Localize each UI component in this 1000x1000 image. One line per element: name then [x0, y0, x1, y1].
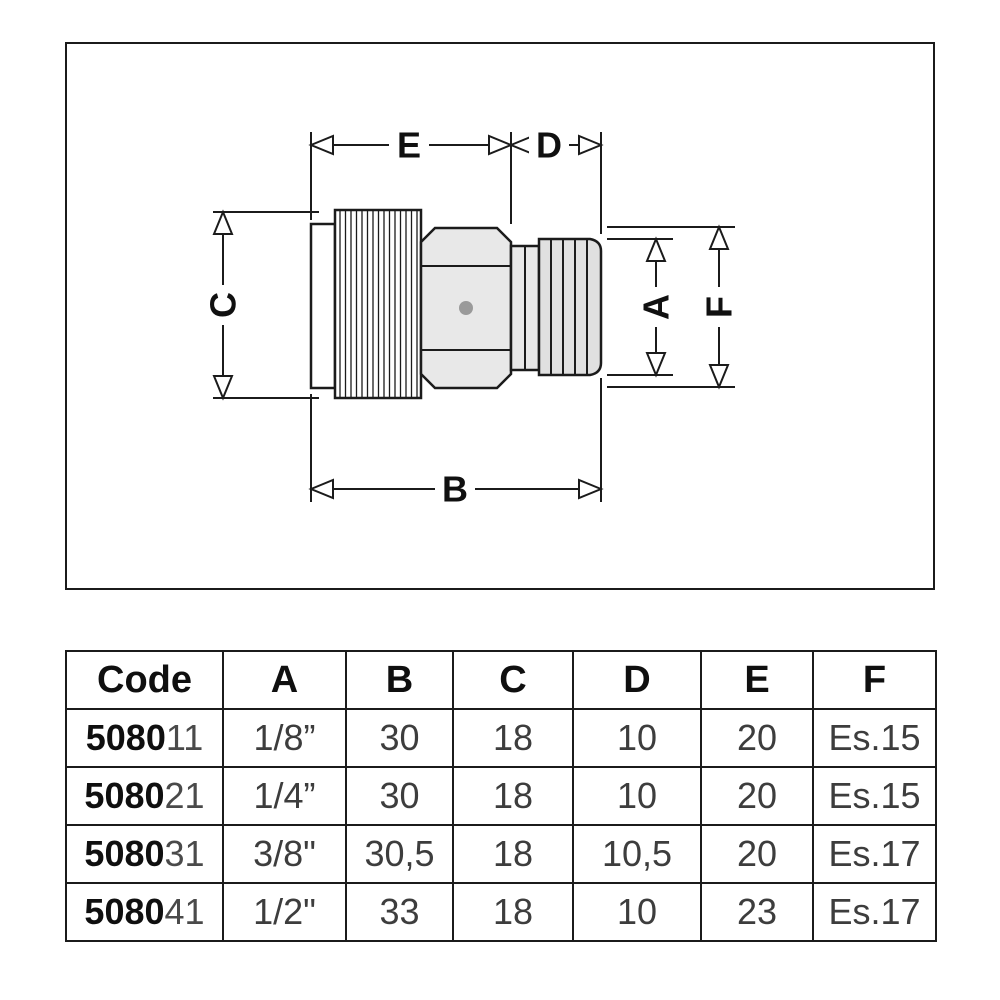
dimension-b: B: [308, 469, 604, 510]
dim-label-d: D: [536, 125, 562, 166]
cell-d: 10: [572, 882, 702, 942]
cell-code: 508021: [65, 766, 224, 826]
cell-a: 3/8": [222, 824, 347, 884]
cell-f: Es.17: [812, 824, 937, 884]
code-suffix: 41: [164, 891, 205, 932]
code-prefix: 5080: [84, 775, 165, 816]
cell-code: 508041: [65, 882, 224, 942]
arrow-up-icon: [708, 224, 730, 250]
header-code: Code: [65, 650, 224, 710]
dimension-d: D: [508, 125, 604, 166]
vent-hole: [459, 301, 473, 315]
arrow-right-icon: [578, 478, 604, 500]
arrow-down-icon: [645, 352, 667, 378]
hex-nut: [419, 226, 513, 390]
cell-e: 23: [700, 882, 814, 942]
cell-e: 20: [700, 708, 814, 768]
code-prefix: 5080: [84, 833, 165, 874]
cell-f: Es.17: [812, 882, 937, 942]
cell-e: 20: [700, 824, 814, 884]
cell-b: 33: [345, 882, 454, 942]
cell-a: 1/2": [222, 882, 347, 942]
dimension-a: A: [636, 236, 677, 378]
knurled-cap: [333, 208, 423, 400]
header-f: F: [812, 650, 937, 710]
cell-f: Es.15: [812, 766, 937, 826]
code-suffix: 11: [165, 717, 204, 758]
cell-b: 30: [345, 708, 454, 768]
cell-c: 18: [452, 766, 574, 826]
fitting-drawing: [309, 208, 603, 400]
arrow-down-icon: [708, 364, 730, 390]
dimension-table: Code A B C D E F 508011 1/8” 30 18 10 20…: [65, 650, 937, 942]
cell-e: 20: [700, 766, 814, 826]
cell-f: Es.15: [812, 708, 937, 768]
header-b: B: [345, 650, 454, 710]
cap-collar: [309, 222, 337, 390]
cell-c: 18: [452, 882, 574, 942]
arrow-right-icon: [578, 134, 604, 156]
technical-drawing-panel: E D C A: [65, 42, 935, 590]
dimension-c: C: [203, 209, 244, 401]
cell-b: 30,5: [345, 824, 454, 884]
cell-c: 18: [452, 708, 574, 768]
cell-d: 10,5: [572, 824, 702, 884]
cell-c: 18: [452, 824, 574, 884]
fitting-diagram: E D C A: [203, 125, 740, 510]
cell-d: 10: [572, 766, 702, 826]
header-e: E: [700, 650, 814, 710]
arrow-up-icon: [212, 209, 234, 235]
cell-d: 10: [572, 708, 702, 768]
dim-label-f: F: [699, 296, 740, 318]
cell-a: 1/8”: [222, 708, 347, 768]
table-row: 508031 3/8" 30,5 18 10,5 20 Es.17: [65, 824, 937, 884]
table-row: 508021 1/4” 30 18 10 20 Es.15: [65, 766, 937, 826]
arrow-right-icon: [488, 134, 514, 156]
dimension-f: F: [699, 224, 740, 390]
arrow-down-icon: [212, 375, 234, 401]
code-suffix: 21: [164, 775, 205, 816]
arrow-left-icon: [308, 478, 334, 500]
code-prefix: 5080: [84, 891, 165, 932]
cell-code: 508031: [65, 824, 224, 884]
dim-label-c: C: [203, 292, 244, 318]
dim-label-a: A: [636, 294, 677, 320]
cell-code: 508011: [65, 708, 224, 768]
arrow-left-icon: [308, 134, 334, 156]
arrow-up-icon: [645, 236, 667, 262]
header-c: C: [452, 650, 574, 710]
cell-a: 1/4”: [222, 766, 347, 826]
cell-b: 30: [345, 766, 454, 826]
threaded-end: [509, 237, 603, 377]
dim-label-e: E: [397, 125, 421, 166]
dim-label-b: B: [442, 469, 468, 510]
dimension-e: E: [308, 125, 514, 166]
header-a: A: [222, 650, 347, 710]
header-d: D: [572, 650, 702, 710]
extension-lines: [213, 132, 735, 502]
table-header-row: Code A B C D E F: [65, 650, 937, 710]
table-row: 508011 1/8” 30 18 10 20 Es.15: [65, 708, 937, 768]
code-prefix: 5080: [85, 717, 166, 758]
table-row: 508041 1/2" 33 18 10 23 Es.17: [65, 882, 937, 942]
code-suffix: 31: [164, 833, 205, 874]
